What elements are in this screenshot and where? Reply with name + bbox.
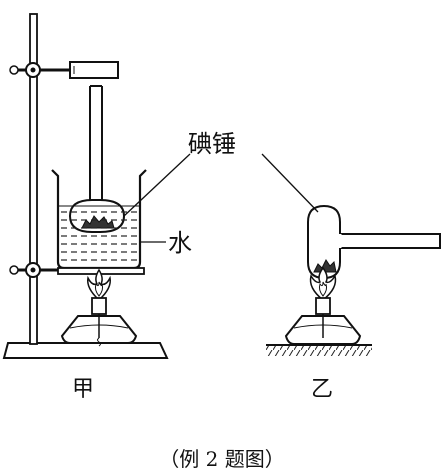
label-setup-b: 乙 bbox=[311, 377, 333, 402]
label-water: 水 bbox=[168, 229, 192, 257]
water-body bbox=[58, 206, 140, 266]
flame-b bbox=[309, 266, 337, 301]
setup-b bbox=[266, 204, 441, 356]
setup-a bbox=[2, 13, 169, 359]
leader-lines bbox=[123, 153, 319, 243]
alcohol-lamp-a bbox=[60, 297, 138, 347]
flame-a bbox=[86, 268, 112, 302]
alcohol-lamp-b bbox=[284, 297, 362, 345]
figure-caption: （例 2 题图） bbox=[159, 447, 284, 471]
label-setup-a: 甲 bbox=[72, 377, 94, 402]
iodine-crystals-b bbox=[313, 259, 337, 273]
label-iodine-hammer: 碘锤 bbox=[188, 130, 236, 158]
floor-hatch bbox=[266, 346, 372, 356]
lower-clamp bbox=[9, 262, 145, 278]
beaker bbox=[51, 169, 147, 270]
stand-base bbox=[2, 342, 169, 359]
iodine-hammer-b bbox=[307, 204, 441, 280]
upper-clamp bbox=[9, 61, 119, 79]
stand-rod bbox=[29, 13, 38, 345]
